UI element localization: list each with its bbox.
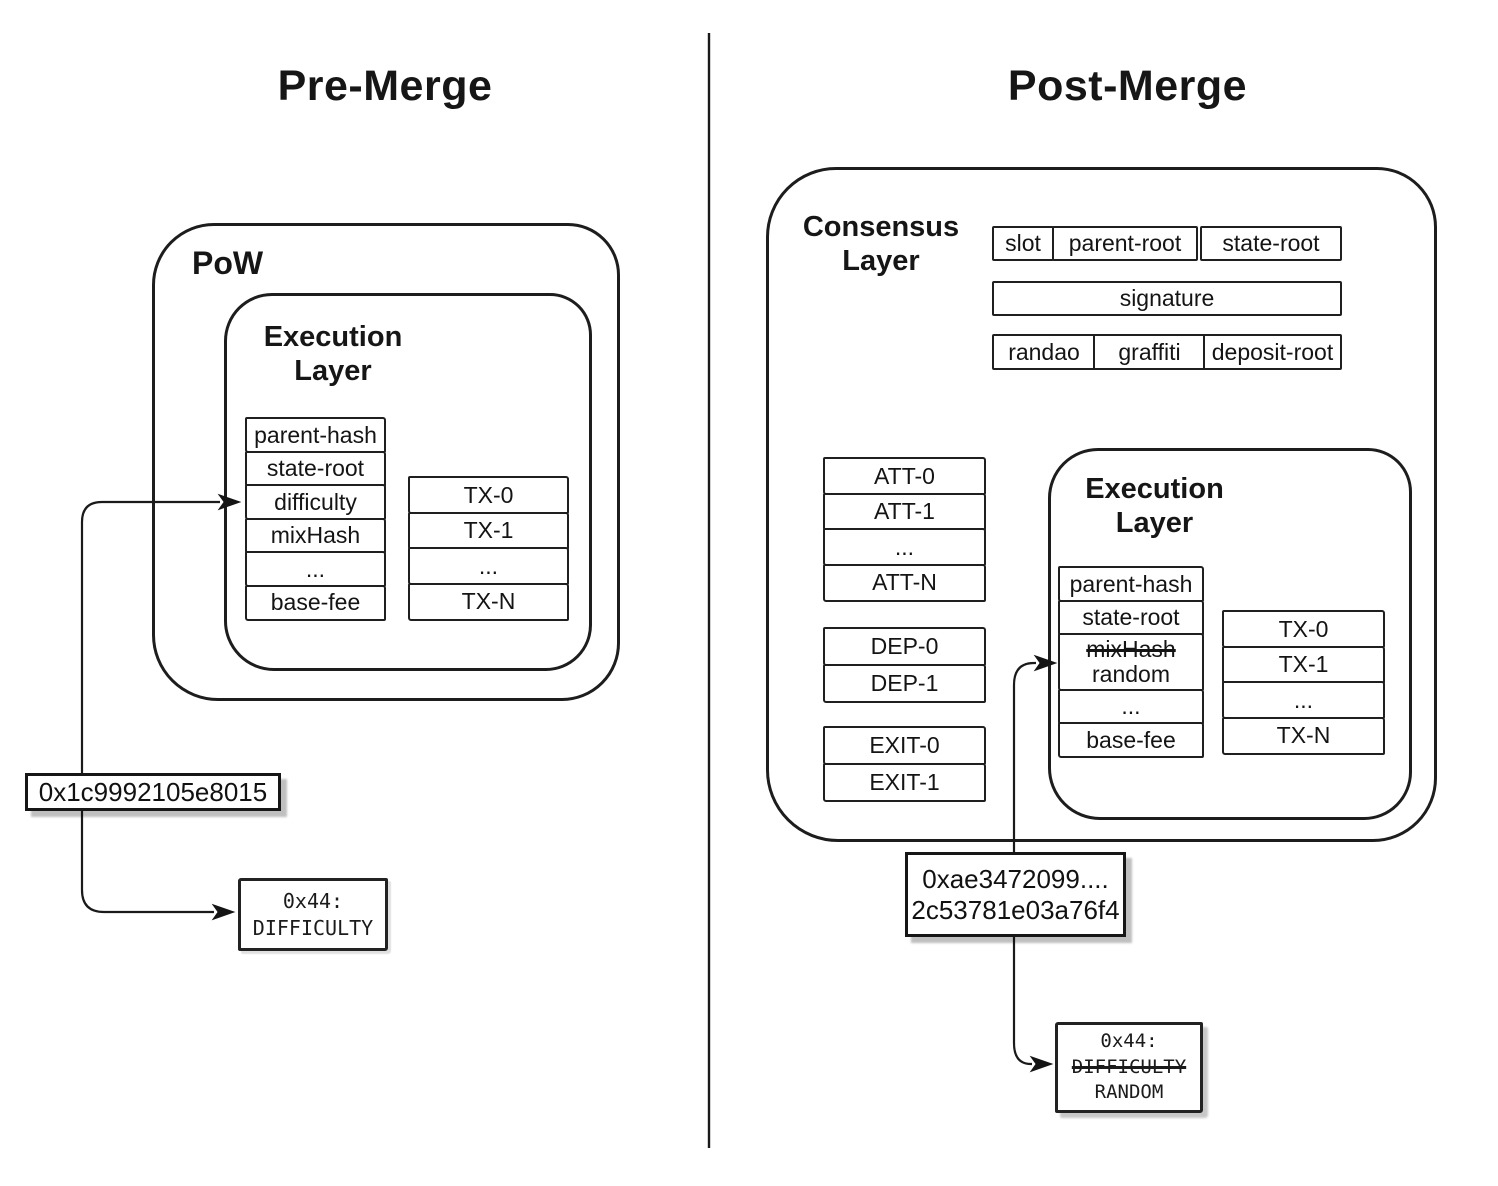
beacon-field-parent-root: parent-root — [1052, 226, 1198, 261]
random-value-box: 0xae3472099.... 2c53781e03a76f4 — [905, 852, 1126, 937]
deposit-cell: DEP-0 — [823, 627, 986, 666]
mixhash-struck-label: mixHash — [1086, 636, 1176, 663]
field-cell: mixHash — [245, 517, 386, 554]
tx-cell: TX-0 — [408, 476, 569, 514]
storage-slot-box-pre: 0x44: DIFFICULTY — [238, 878, 388, 951]
slot-name: DIFFICULTY — [252, 915, 374, 940]
exits-list: EXIT-0 EXIT-1 — [823, 726, 986, 802]
beacon-field-randao: randao — [992, 334, 1096, 370]
execution-layer-label-pre: Execution Layer — [263, 321, 403, 388]
attestation-cell: ATT-1 — [823, 492, 986, 531]
field-cell-mixhash-random: mixHash random — [1058, 633, 1204, 691]
field-cell: state-root — [245, 450, 386, 487]
tx-cell: TX-N — [1222, 716, 1385, 755]
random-label: random — [1092, 661, 1170, 687]
pre-merge-title: Pre-Merge — [277, 62, 493, 110]
slot-name-difficulty-struck: DIFFICULTY — [1071, 1055, 1187, 1078]
deposits-list: DEP-0 DEP-1 — [823, 627, 986, 703]
tx-cell: TX-1 — [408, 511, 569, 550]
field-cell: base-fee — [245, 584, 386, 621]
tx-cell: TX-1 — [1222, 645, 1385, 684]
transactions-pre: TX-0 TX-1 ... TX-N — [408, 476, 569, 621]
field-cell: ... — [1058, 688, 1204, 725]
beacon-field-slot: slot — [992, 226, 1054, 261]
beacon-field-state-root: state-root — [1200, 226, 1342, 261]
tx-cell: ... — [408, 547, 569, 585]
transactions-post: TX-0 TX-1 ... TX-N — [1222, 610, 1385, 755]
beacon-field-graffiti: graffiti — [1093, 334, 1206, 370]
pow-label: PoW — [192, 245, 264, 281]
storage-slot-box-post: 0x44: DIFFICULTY RANDOM — [1055, 1022, 1203, 1113]
field-cell: state-root — [1058, 599, 1204, 636]
slot-name-random: RANDOM — [1094, 1081, 1164, 1104]
arrow-to-difficulty-slot — [80, 800, 236, 921]
random-value-line1: 0xae3472099.... — [922, 863, 1109, 894]
difficulty-value-box: 0x1c9992105e8015 — [25, 773, 281, 811]
deposit-cell: DEP-1 — [823, 663, 986, 703]
block-fields-post: parent-hash state-root mixHash random ..… — [1058, 566, 1204, 758]
difficulty-value: 0x1c9992105e8015 — [38, 776, 268, 807]
execution-layer-box-post — [1048, 448, 1412, 820]
field-cell: base-fee — [1058, 722, 1204, 758]
field-cell-difficulty: difficulty — [245, 484, 386, 520]
pow-container — [152, 223, 620, 701]
field-cell: parent-hash — [1058, 566, 1204, 602]
post-merge-title: Post-Merge — [1007, 62, 1248, 110]
field-cell: parent-hash — [245, 417, 386, 453]
block-fields-pre: parent-hash state-root difficulty mixHas… — [245, 417, 386, 621]
consensus-layer-box — [766, 167, 1437, 842]
attestation-cell: ATT-0 — [823, 457, 986, 495]
tx-cell: ... — [1222, 681, 1385, 719]
tx-cell: TX-N — [408, 582, 569, 621]
attestation-cell: ATT-N — [823, 563, 986, 602]
beacon-field-signature: signature — [992, 281, 1342, 316]
beacon-field-deposit-root: deposit-root — [1203, 334, 1342, 370]
exit-cell: EXIT-1 — [823, 762, 986, 802]
execution-layer-label-post: Execution Layer — [1085, 473, 1224, 540]
field-cell: ... — [245, 551, 386, 587]
attestation-cell: ... — [823, 528, 986, 566]
attestations-list: ATT-0 ATT-1 ... ATT-N — [823, 457, 986, 602]
consensus-layer-label: Consensus Layer — [802, 211, 960, 278]
slot-address: 0x44: — [1100, 1030, 1158, 1053]
execution-layer-box-pre — [224, 293, 592, 671]
slot-address: 0x44: — [282, 888, 344, 913]
tx-cell: TX-0 — [1222, 610, 1385, 648]
random-value-line2: 2c53781e03a76f4 — [911, 894, 1120, 925]
exit-cell: EXIT-0 — [823, 726, 986, 765]
